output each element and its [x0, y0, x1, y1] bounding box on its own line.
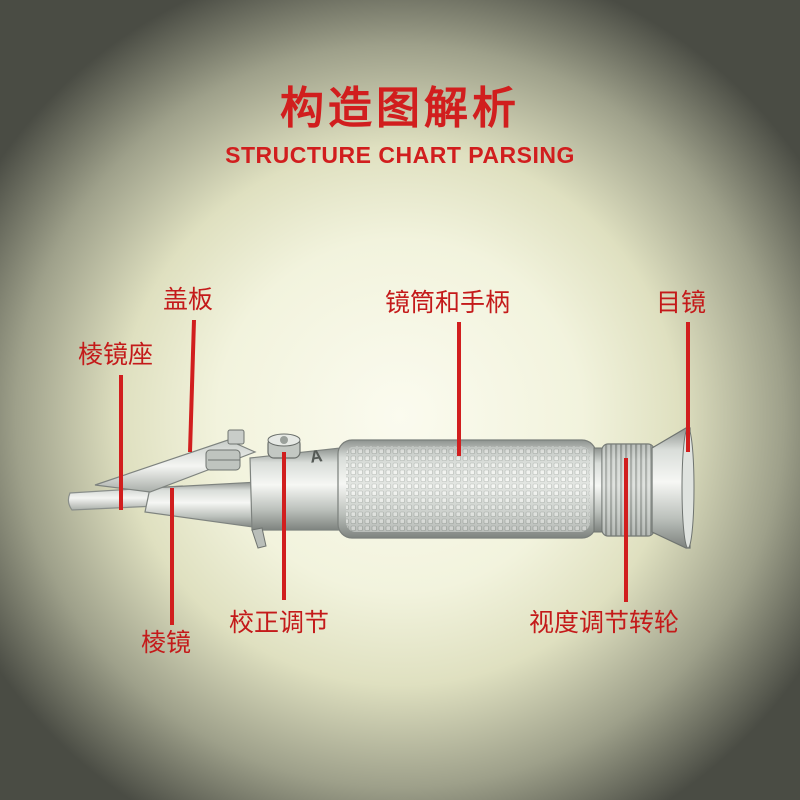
- body-neck: A: [249, 446, 341, 549]
- page-title: 构造图解析: [280, 83, 520, 134]
- label-eyepiece: 目镜: [656, 288, 707, 317]
- pointer-lines: [119, 319, 690, 625]
- tube-and-handle-part: [337, 439, 597, 539]
- pointer-cover-plate: [188, 319, 196, 453]
- label-diopter-ring: 视度调节转轮: [529, 608, 680, 637]
- cover-plate-part: [94, 429, 257, 493]
- calibration-screw: [267, 433, 301, 459]
- eyepiece-part: [651, 427, 695, 549]
- page-subtitle: STRUCTURE CHART PARSING: [225, 142, 575, 168]
- device-marking: A: [309, 446, 324, 467]
- label-calibration: 校正调节: [229, 608, 330, 637]
- prism-base-part: [144, 481, 261, 529]
- label-tube-and-handle: 镜筒和手柄: [385, 288, 511, 317]
- label-prism: 棱镜: [141, 628, 192, 657]
- label-cover-plate: 盖板: [163, 285, 214, 314]
- label-prism-base: 棱镜座: [78, 340, 154, 369]
